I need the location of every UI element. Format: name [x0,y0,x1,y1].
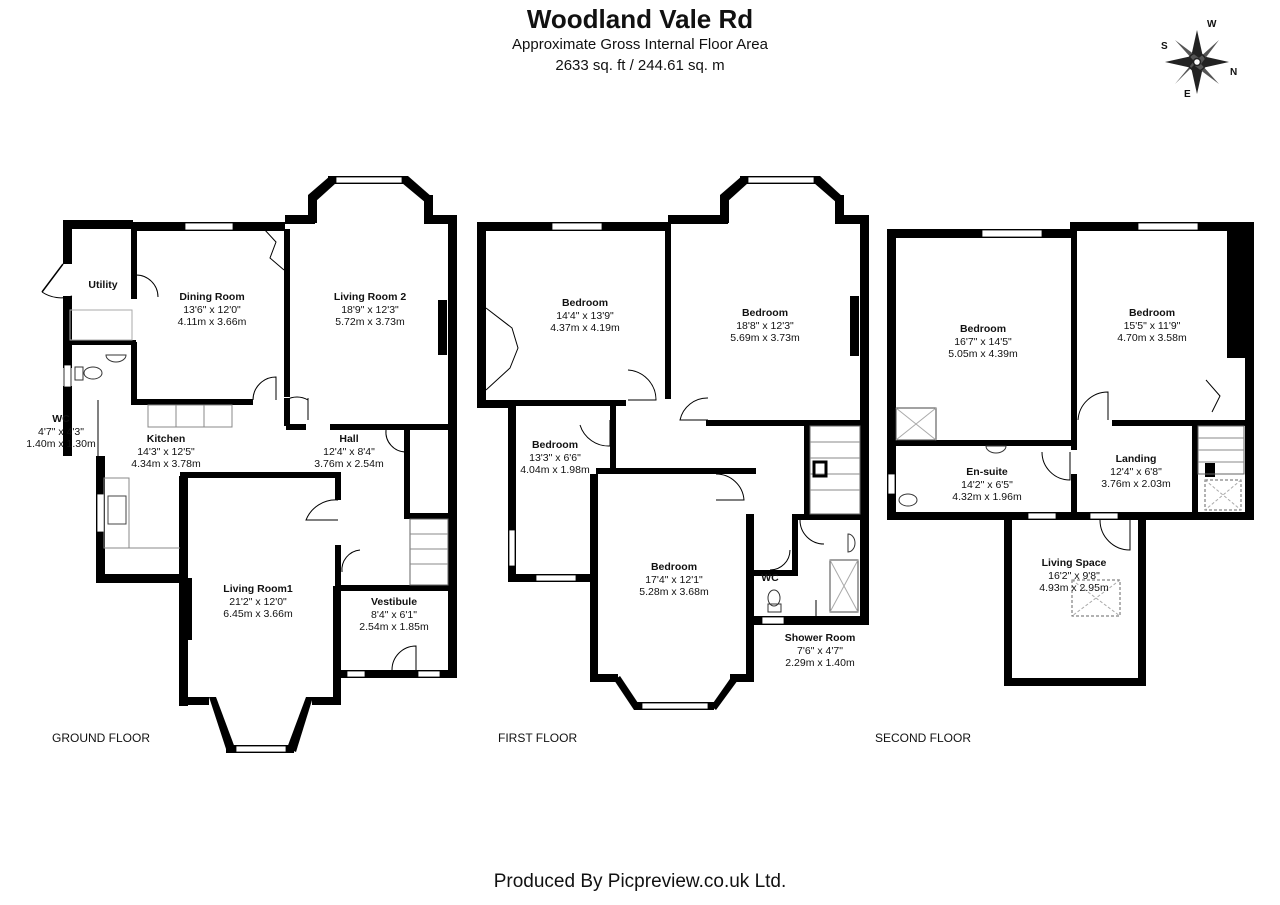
compass-rose-icon [1165,30,1229,94]
bed-f4-metric: 5.28m x 3.68m [639,586,709,598]
living2-imperial: 18'9" x 12'3" [341,304,399,316]
compass-e: E [1184,89,1191,100]
shower-name: Shower Room [785,632,856,644]
bed-s2-metric: 4.70m x 3.58m [1117,332,1187,344]
bed-f2-name: Bedroom [742,307,788,319]
livingspace-imperial: 16'2" x 9'8" [1048,570,1100,582]
landing-name: Landing [1116,453,1157,465]
livingspace-name: Living Space [1042,557,1107,569]
bed-f3-imperial: 13'3" x 6'6" [529,452,581,464]
ground-floor-plan [41,176,457,753]
bed-f3-metric: 4.04m x 1.98m [520,464,590,476]
wc-ground-name: WC [52,413,70,425]
vestibule-imperial: 8'4" x 6'1" [371,609,417,621]
bed-f2-imperial: 18'8" x 12'3" [736,320,794,332]
living1-name: Living Room1 [223,583,293,595]
bed-s1-name: Bedroom [960,323,1006,335]
living1-imperial: 21'2" x 12'0" [229,596,287,608]
bed-s1-metric: 5.05m x 4.39m [948,348,1018,360]
first-floor-label: FIRST FLOOR [498,731,577,745]
shower-imperial: 7'6" x 4'7" [797,645,843,657]
bed-f1-name: Bedroom [562,297,608,309]
bed-s2-name: Bedroom [1129,307,1175,319]
kitchen-name: Kitchen [147,433,186,445]
second-floor-label: SECOND FLOOR [875,731,971,745]
vestibule-metric: 2.54m x 1.85m [359,621,429,633]
wc-ground-imperial: 4'7" x 4'3" [38,426,84,438]
ground-floor-label: GROUND FLOOR [52,731,150,745]
utility-name: Utility [88,279,117,291]
hall-metric: 3.76m x 2.54m [314,458,384,470]
dining-name: Dining Room [179,291,244,303]
compass-n: N [1230,67,1237,78]
bed-f4-name: Bedroom [651,561,697,573]
wc-first-name: WC [761,572,779,584]
landing-imperial: 12'4" x 6'8" [1110,466,1162,478]
plan-area: 2633 sq. ft / 244.61 sq. m [555,57,725,74]
footer-credit: Produced By Picpreview.co.uk Ltd. [493,871,787,892]
living1-metric: 6.45m x 3.66m [223,608,293,620]
living2-metric: 5.72m x 3.73m [335,316,405,328]
compass-w: W [1207,19,1217,30]
dining-metric: 4.11m x 3.66m [178,316,247,328]
bed-s2-imperial: 15'5" x 11'9" [1124,320,1181,332]
bed-f1-imperial: 14'4" x 13'9" [556,310,614,322]
ensuite-imperial: 14'2" x 6'5" [961,479,1013,491]
bed-f1-metric: 4.37m x 4.19m [550,322,620,334]
living2-name: Living Room 2 [334,291,406,303]
bed-s1-imperial: 16'7" x 14'5" [954,336,1012,348]
kitchen-metric: 4.34m x 3.78m [131,458,201,470]
plan-subtitle: Approximate Gross Internal Floor Area [512,36,768,53]
vestibule-name: Vestibule [371,596,417,608]
compass-s: S [1161,41,1168,52]
bed-f4-imperial: 17'4" x 12'1" [645,574,703,586]
ensuite-name: En-suite [966,466,1008,478]
ensuite-metric: 4.32m x 1.96m [952,491,1022,503]
hall-imperial: 12'4" x 8'4" [323,446,375,458]
landing-metric: 3.76m x 2.03m [1101,478,1171,490]
wc-ground-metric: 1.40m x 1.30m [26,438,96,450]
plan-title: Woodland Vale Rd [526,4,754,34]
bed-f2-metric: 5.69m x 3.73m [730,332,800,344]
kitchen-imperial: 14'3" x 12'5" [137,446,195,458]
hall-name: Hall [339,433,358,445]
shower-metric: 2.29m x 1.40m [785,657,855,669]
livingspace-metric: 4.93m x 2.95m [1039,582,1109,594]
first-floor-plan [477,176,869,710]
dining-imperial: 13'6" x 12'0" [183,304,241,316]
second-floor-plan [887,222,1254,686]
bed-f3-name: Bedroom [532,439,578,451]
